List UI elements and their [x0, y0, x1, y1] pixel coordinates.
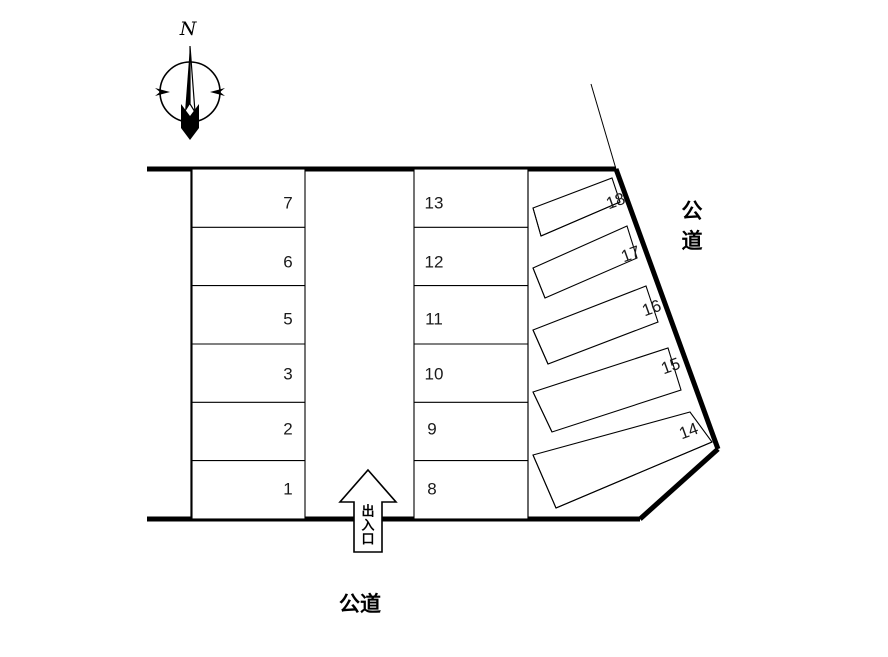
stall-label-6: 6 — [283, 252, 292, 271]
compass-north-label: N — [179, 18, 198, 40]
compass-east-tick — [210, 88, 225, 96]
stall-group-left: 7 6 5 3 2 1 — [191, 168, 306, 520]
entrance-label-char-3: 口 — [361, 533, 374, 548]
road-label-bottom: 公道 — [339, 592, 381, 616]
compass-needle-upper-right — [189, 45, 196, 113]
boundary-corner-cut — [638, 447, 720, 521]
stall-shape-16 — [532, 285, 659, 365]
lot-line-extension — [590, 83, 617, 170]
stall-label-9: 9 — [427, 419, 436, 438]
compass-needle-lower — [181, 104, 199, 140]
north-arrow: N — [155, 18, 225, 140]
compass-needle-upper-left — [185, 46, 190, 112]
stall-label-2: 2 — [283, 419, 292, 438]
road-label-right: 公 道 — [682, 199, 703, 253]
stall-label-10: 10 — [425, 364, 444, 383]
stall-kick-14 — [532, 454, 557, 509]
entrance-label-char-2: 入 — [361, 519, 374, 534]
stall-edge-18 — [540, 201, 621, 237]
stall-kick-18 — [532, 207, 542, 237]
stall-label-8: 8 — [427, 479, 436, 498]
stall-label-13: 13 — [425, 193, 444, 212]
stall-kick-15 — [532, 391, 553, 433]
road-label-right-char-2: 道 — [682, 229, 703, 253]
compass-west-tick — [155, 88, 170, 96]
stall-shape-17 — [532, 225, 638, 299]
stall-group-middle: 13 12 11 10 9 8 — [413, 168, 529, 520]
road-label-right-char-1: 公 — [682, 199, 703, 223]
stall-label-3: 3 — [283, 364, 292, 383]
stall-label-5: 5 — [283, 309, 292, 328]
stall-label-7: 7 — [283, 193, 292, 212]
entrance-label-char-1: 出 — [361, 504, 374, 520]
stall-kick-17 — [532, 267, 546, 299]
stall-label-1: 1 — [283, 479, 292, 498]
angled-bay-lower-edge — [555, 441, 713, 509]
entrance-exit-marker: 出 入 口 — [338, 468, 398, 553]
boundary-right-diagonal — [613, 168, 721, 450]
stall-label-11: 11 — [425, 309, 443, 328]
stall-kick-16 — [532, 329, 549, 365]
stall-label-12: 12 — [425, 252, 444, 271]
entrance-arrow-shape — [338, 468, 398, 553]
